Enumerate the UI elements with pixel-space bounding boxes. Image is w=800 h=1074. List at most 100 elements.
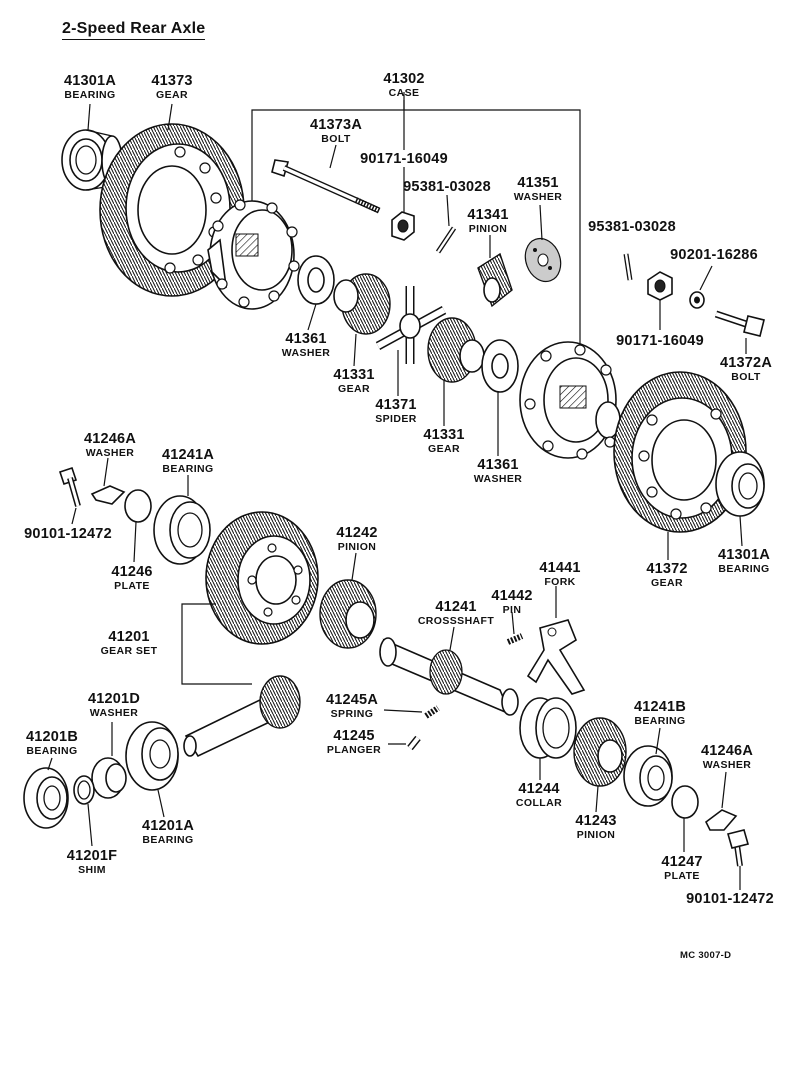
part-number: 41245 xyxy=(333,728,375,744)
crossshaft-41241 xyxy=(379,637,519,716)
part-number: 41341 xyxy=(467,207,509,223)
part-number: 41201A xyxy=(142,818,194,834)
shift-fork-41441 xyxy=(526,619,586,695)
plunger-41245 xyxy=(407,735,421,751)
case-right-half xyxy=(519,341,621,460)
part-number: 41373 xyxy=(151,73,193,89)
part-name: PINION xyxy=(468,222,508,235)
part-name: WASHER xyxy=(473,472,523,485)
part-number: 41373A xyxy=(310,117,362,133)
callout-l90101_right: 90101-12472 xyxy=(686,892,774,907)
plate-41246 xyxy=(124,489,152,523)
washer-41201d xyxy=(91,757,127,799)
bearing-41241b xyxy=(623,745,673,807)
part-number: 41331 xyxy=(333,367,375,383)
bolt-41372a xyxy=(714,310,765,337)
part-name: WASHER xyxy=(281,346,331,359)
part-number: 41243 xyxy=(575,813,617,829)
washer-41361-left xyxy=(297,255,335,305)
part-name: BOLT xyxy=(321,132,351,145)
part-number: 41247 xyxy=(661,854,703,870)
part-name: GEAR SET xyxy=(100,644,158,657)
part-number: 41201D xyxy=(88,691,140,707)
part-number: 41241A xyxy=(162,447,214,463)
pinion-41242 xyxy=(319,579,377,649)
part-number: 95381-03028 xyxy=(588,219,676,235)
part-name: GEAR xyxy=(428,442,460,455)
pin-41442 xyxy=(506,633,524,645)
figure-code: MC 3007-D xyxy=(680,950,732,961)
spring-41245a xyxy=(424,705,440,719)
side-gear-41331-left xyxy=(333,273,391,335)
part-name: WASHER xyxy=(513,190,563,203)
part-name: SHIM xyxy=(78,863,106,876)
plate-41247 xyxy=(671,785,699,819)
part-name: BEARING xyxy=(142,833,194,846)
shim-41201f xyxy=(73,775,95,805)
part-name: PINION xyxy=(337,540,377,553)
part-name: CROSSSHAFT xyxy=(417,614,495,627)
part-number: 41372 xyxy=(646,561,688,577)
lock-washer-41246a-bottom xyxy=(704,809,738,831)
bearing-41201a xyxy=(125,721,179,791)
washer-90201 xyxy=(689,291,705,309)
pin-95381-right xyxy=(623,253,633,281)
callout-l90101_left: 90101-12472 xyxy=(24,527,112,542)
part-name: BEARING xyxy=(634,714,686,727)
bolt-41373a xyxy=(271,159,382,214)
part-name: PIN xyxy=(502,603,522,616)
bearing-41201b xyxy=(23,767,69,829)
part-number: 90171-16049 xyxy=(616,333,704,349)
callout-l95381_right: 95381-03028 xyxy=(588,220,676,235)
part-name: PLATE xyxy=(114,579,150,592)
part-name: PLANGER xyxy=(326,743,382,756)
pin-95381-mid xyxy=(435,226,457,254)
side-gear-41331-right xyxy=(427,317,485,383)
part-number: 41442 xyxy=(491,588,533,604)
part-name: WASHER xyxy=(702,758,752,771)
part-number: 95381-03028 xyxy=(403,179,491,195)
pinion-41243 xyxy=(573,717,627,787)
part-number: 41441 xyxy=(539,560,581,576)
lock-washer-41246a-top xyxy=(90,485,126,505)
ring-gear-41201 xyxy=(205,511,319,645)
part-number: 41372A xyxy=(720,355,772,371)
washer-41351 xyxy=(524,237,562,283)
part-name: BEARING xyxy=(26,744,78,757)
pinion-41341 xyxy=(477,252,513,308)
nut-90171-top xyxy=(391,211,415,241)
part-name: BEARING xyxy=(64,88,116,101)
part-number: 90171-16049 xyxy=(360,151,448,167)
spider-41371 xyxy=(375,286,447,364)
part-name: WASHER xyxy=(89,706,139,719)
gear-41372 xyxy=(613,371,747,533)
part-number: 41301A xyxy=(718,547,770,563)
part-number: 41246 xyxy=(111,564,153,580)
part-name: BOLT xyxy=(731,370,761,383)
part-name: GEAR xyxy=(156,88,188,101)
